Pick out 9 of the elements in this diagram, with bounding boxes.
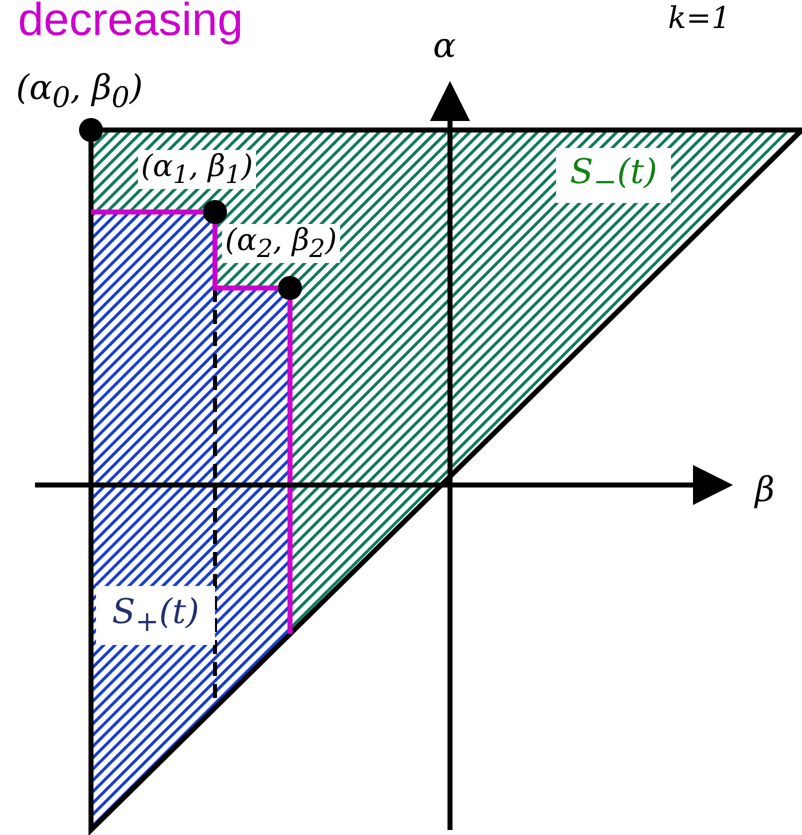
axis-label: α <box>433 28 456 66</box>
point-label: (α$_{2}$, β$_{2}$) <box>222 224 340 262</box>
point-label: (α$_{0}$, β$_{0}$) <box>16 70 143 113</box>
region-label: S$_{+}$(t) <box>96 586 216 645</box>
region-label: S$_{−}$(t) <box>556 148 672 203</box>
heading-label: decreasing <box>18 0 244 45</box>
axis-label: β <box>755 472 775 510</box>
point-label: (α$_{1}$, β$_{1}$) <box>138 150 256 188</box>
parameter-label: k=1 <box>668 2 730 35</box>
